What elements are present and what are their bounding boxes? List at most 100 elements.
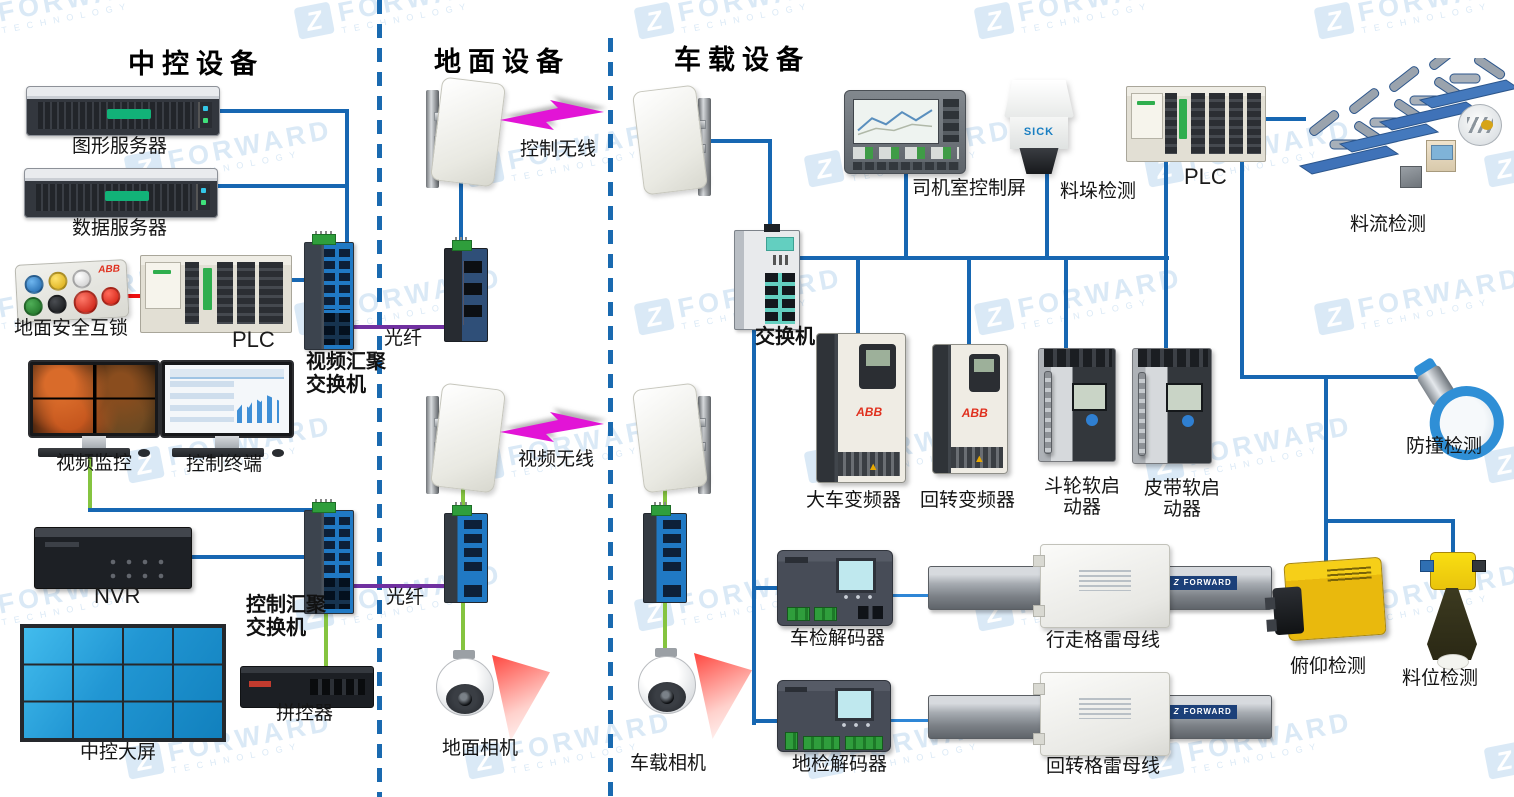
control-terminal <box>160 360 294 438</box>
onboard-switch <box>734 224 800 330</box>
nvr-label: NVR <box>94 583 141 608</box>
wireless-antenna-control-onboard <box>631 84 709 196</box>
bucket-soft-starter <box>1038 348 1116 462</box>
watermark-subtext: TECHNOLOGY <box>680 0 814 36</box>
watermark-subtext: TECHNOLOGY <box>1360 296 1494 332</box>
wireless-antenna-video-onboard <box>631 382 709 494</box>
forward-logo-icon: Z <box>633 297 675 336</box>
forward-logo-icon: Z <box>803 149 845 188</box>
link-branch-decoder2 <box>754 719 780 723</box>
link-sick-bus <box>1045 172 1049 260</box>
level-detect-sensor <box>1420 552 1486 672</box>
watermark-text: FORWARD <box>1015 0 1185 28</box>
link-plc-right-down <box>1240 150 1244 379</box>
splicing-controller <box>240 666 374 708</box>
flow-detect-conveyor <box>1298 58 1514 175</box>
link-decoder2-busbar <box>887 719 929 722</box>
forward-logo-icon: Z <box>973 1 1015 40</box>
gantry-vfd-label: 大车变频器 <box>806 490 902 511</box>
fiber-top-label: 光纤 <box>384 328 423 349</box>
link-onboard-bus <box>796 256 1169 260</box>
watermark-subtext: TECHNOLOGY <box>340 0 474 36</box>
link-ant2-switch <box>461 483 465 515</box>
forward-logo-icon: Z <box>1313 1 1355 40</box>
control-terminal-label: 控制终端 <box>186 454 263 475</box>
graphics-server-label: 图形服务器 <box>72 136 168 157</box>
control-agg-switch-label: 控制汇聚 交换机 <box>246 594 326 639</box>
link-ant3-right <box>710 139 772 143</box>
link-monitor-controlswitch <box>88 508 318 512</box>
abb-logo: ABB <box>97 263 121 276</box>
flow-detect-label: 料流检测 <box>1350 214 1427 235</box>
link-plc-videoswitch <box>289 278 306 282</box>
ground-media-converter-terminal <box>452 237 472 251</box>
ground-decoder <box>777 680 891 752</box>
ground-decoder-label: 地检解码器 <box>792 754 888 775</box>
link-anticollision-h <box>1240 375 1427 379</box>
watermark-subtext: TECHNOLOGY <box>0 592 134 628</box>
pitch-detect-sensor <box>1272 556 1387 642</box>
slew-gray-busbar-box <box>1033 672 1170 756</box>
stack-detect-sensor: SICK <box>1004 80 1074 174</box>
anti-collision-label: 防撞检测 <box>1406 436 1483 457</box>
watermark-text: FORWARD <box>0 0 165 28</box>
video-agg-switch <box>304 242 354 350</box>
graphics-server <box>26 86 220 136</box>
link-nvr-controlswitch <box>190 555 306 559</box>
onboard-5port-switch <box>643 513 687 603</box>
link-data-server <box>218 184 349 188</box>
watermark-subtext: TECHNOLOGY <box>1020 0 1154 36</box>
section-divider-left <box>377 0 382 797</box>
central-plc-label: PLC <box>232 327 275 352</box>
link-plc-conveyor <box>1262 117 1306 121</box>
link-level-down <box>1451 519 1455 557</box>
fiber-bottom-label: 光纤 <box>386 587 425 608</box>
safety-interlock-panel: ABB <box>14 259 130 323</box>
travel-gray-busbar-label: 行走格雷母线 <box>1046 630 1161 651</box>
forward-logo-icon: Z <box>1313 297 1355 336</box>
driver-cab-screen-label: 司机室控制屏 <box>912 178 1027 199</box>
link-plc-bus-starter <box>1164 158 1168 352</box>
stack-detect-label: 料垛检测 <box>1060 181 1137 202</box>
watermark-text: FORWARD <box>1355 0 1514 28</box>
belt-soft-starter <box>1132 348 1212 464</box>
ground-media-converter <box>444 248 488 342</box>
section-title-onboard: 车载设备 <box>674 45 810 75</box>
watermark-text: FORWARD <box>335 0 505 28</box>
section-title-central: 中控设备 <box>128 49 264 79</box>
abb-logo: ABB <box>961 406 988 421</box>
travel-gray-busbar-box <box>1033 544 1170 628</box>
link-controlswitch-splicer <box>324 611 328 668</box>
link-bucket-down <box>1064 256 1068 352</box>
flow-detect-controller <box>1426 140 1456 172</box>
control-agg-switch-terminal <box>312 499 336 513</box>
video-monitor <box>28 360 160 438</box>
video-monitor-mouse <box>138 449 150 457</box>
flow-detect-inset <box>1458 104 1502 146</box>
watermark-subtext: TECHNOLOGY <box>1020 296 1154 332</box>
vehicle-decoder-label: 车检解码器 <box>790 628 886 649</box>
onboard-camera-label: 车载相机 <box>630 753 707 774</box>
gantry-vfd: ABB ▲ <box>816 333 906 483</box>
safety-interlock-label: 地面安全互锁 <box>14 318 129 339</box>
video-agg-switch-terminal <box>312 231 336 245</box>
link-gantry-down <box>856 256 860 337</box>
watermark-subtext: TECHNOLOGY <box>1190 740 1324 776</box>
abb-logo: ABB <box>856 405 883 420</box>
flow-detect-sensor-box <box>1400 166 1422 188</box>
onboard-plc-label: PLC <box>1184 164 1227 189</box>
forward-logo-icon: Z <box>1483 741 1514 780</box>
slew-vfd: ABB ▲ <box>932 344 1008 474</box>
section-title-ground: 地面设备 <box>434 47 570 77</box>
link-slew-down <box>967 256 971 348</box>
onboard-camera-beam <box>694 653 752 739</box>
pitch-detect-label: 俯仰检测 <box>1290 656 1367 677</box>
link-fiber-top <box>352 325 454 329</box>
link-switch-camera-g <box>461 600 465 653</box>
link-decoder1-busbar <box>889 594 931 597</box>
onboard-plc <box>1126 86 1266 162</box>
